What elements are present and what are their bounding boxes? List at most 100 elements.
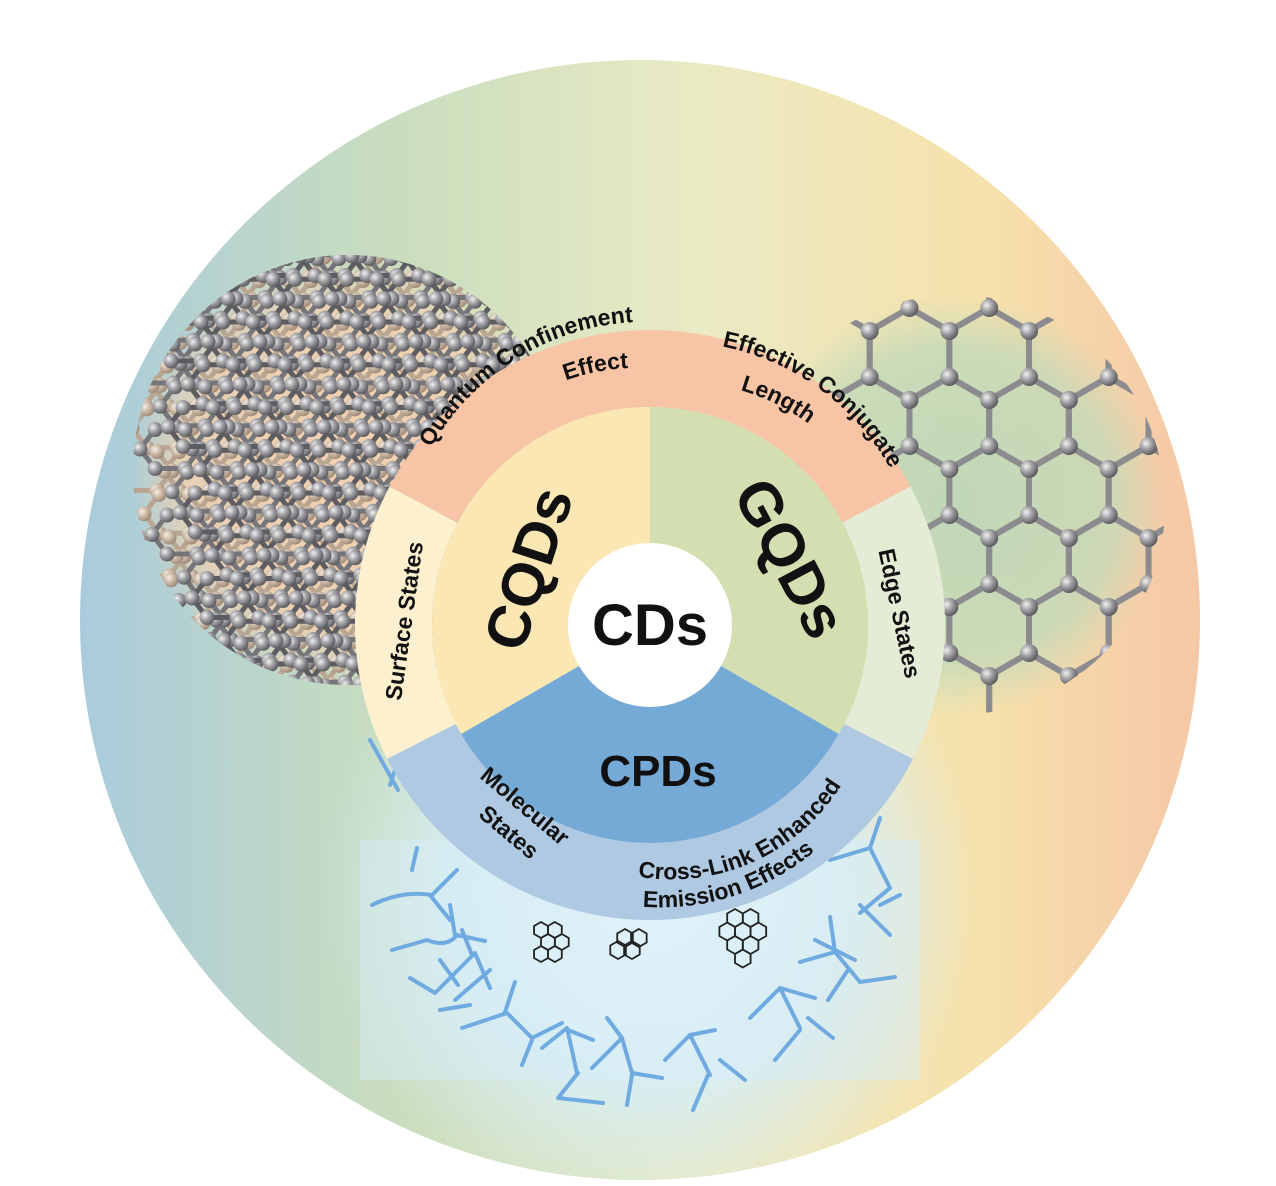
lattice-atom xyxy=(182,268,197,283)
lattice-atom xyxy=(427,379,442,394)
lattice-atom xyxy=(403,357,418,372)
lattice-atom xyxy=(168,379,183,394)
lattice-atom xyxy=(284,377,299,392)
lattice-atom xyxy=(329,357,344,372)
lattice-atom xyxy=(154,290,169,305)
lattice-atom xyxy=(259,294,274,309)
lattice-atom xyxy=(137,249,152,264)
lattice-atom xyxy=(291,337,306,352)
lattice-atom xyxy=(447,337,462,352)
lattice-atom xyxy=(96,312,111,327)
lattice-atom xyxy=(201,334,216,349)
lattice-atom xyxy=(231,465,246,480)
lattice-bond xyxy=(181,216,196,235)
lattice-atom xyxy=(224,593,239,608)
lattice-atom xyxy=(475,315,490,330)
lattice-atom xyxy=(275,593,290,608)
lattice-atom xyxy=(295,550,310,565)
lattice-atom xyxy=(381,357,396,372)
lattice-bond xyxy=(160,257,175,276)
lattice-bond xyxy=(116,259,131,278)
lattice-atom xyxy=(136,337,151,352)
lattice-atom xyxy=(108,397,123,412)
lattice-bond xyxy=(120,343,135,362)
lattice-atom xyxy=(146,269,161,284)
lattice-atom xyxy=(212,508,227,523)
lattice-bond xyxy=(100,386,115,405)
lattice-atom xyxy=(148,422,163,437)
lattice-atom xyxy=(176,439,191,454)
lattice-bond xyxy=(140,281,155,300)
lattice-atom xyxy=(161,420,176,435)
lattice-atom xyxy=(176,400,191,415)
lattice-bond xyxy=(216,194,231,213)
lattice-bond xyxy=(161,278,176,297)
lattice-bond xyxy=(168,278,183,297)
lattice-atom xyxy=(395,337,410,352)
lattice-atom xyxy=(363,294,378,309)
lattice-atom xyxy=(160,546,175,561)
lattice-atom xyxy=(267,315,282,330)
lattice-atom xyxy=(96,273,111,288)
lattice-atom xyxy=(219,379,234,394)
lattice-atom xyxy=(204,229,219,244)
lattice-atom xyxy=(283,465,298,480)
lattice-atom xyxy=(272,291,287,306)
lattice-atom xyxy=(182,229,197,244)
lattice-atom xyxy=(116,230,131,245)
lattice-bond xyxy=(209,194,224,213)
lattice-atom xyxy=(226,357,241,372)
lattice-atom xyxy=(167,230,182,245)
lattice-bond xyxy=(144,256,159,275)
lattice-bond xyxy=(120,323,135,342)
lattice-atom xyxy=(152,487,167,502)
lattice-atom xyxy=(190,508,205,523)
lattice-atom xyxy=(264,420,279,435)
lattice-atom xyxy=(152,268,167,283)
lattice-atom xyxy=(246,315,261,330)
lattice-atom xyxy=(309,400,324,415)
lattice-atom xyxy=(335,465,350,480)
lattice-bond xyxy=(209,213,224,232)
lattice-atom xyxy=(162,530,177,545)
lattice-bond xyxy=(136,216,151,235)
lattice-atom xyxy=(196,357,211,372)
lattice-atom xyxy=(343,337,358,352)
lattice-bond xyxy=(189,237,204,256)
lattice-atom xyxy=(304,334,319,349)
lattice-bond xyxy=(108,238,123,257)
lattice-atom xyxy=(421,272,436,287)
lattice-atom xyxy=(347,550,362,565)
lattice-atom xyxy=(391,272,406,287)
lattice-atom xyxy=(388,377,403,392)
lattice-atom xyxy=(148,312,163,327)
lattice-atom xyxy=(197,230,212,245)
lattice-atom xyxy=(307,636,322,651)
lattice-bond xyxy=(153,238,168,257)
lattice-bond xyxy=(160,238,175,257)
lattice-atom xyxy=(299,357,314,372)
lattice-atom xyxy=(213,420,228,435)
lattice-atom xyxy=(108,359,123,374)
lattice-atom xyxy=(109,271,124,286)
lattice-atom xyxy=(180,228,195,243)
lattice-atom xyxy=(169,271,184,286)
lattice-atom xyxy=(247,357,262,372)
lattice-bond xyxy=(148,301,163,320)
lattice-bond xyxy=(100,366,115,385)
lattice-atom xyxy=(243,550,258,565)
lattice-atom xyxy=(93,378,108,393)
lattice-atom xyxy=(433,357,448,372)
lattice-atom xyxy=(371,315,386,330)
lattice-atom xyxy=(150,444,165,459)
lattice-atom xyxy=(152,229,167,244)
lattice-atom xyxy=(228,400,243,415)
lattice-bond xyxy=(161,259,176,278)
lattice-atom xyxy=(188,337,203,352)
lattice-bond xyxy=(88,300,103,319)
lattice-atom xyxy=(327,593,342,608)
lattice-atom xyxy=(177,570,192,585)
lattice-atom xyxy=(189,228,204,243)
lattice-atom xyxy=(101,250,116,265)
lattice-bond xyxy=(133,300,148,319)
